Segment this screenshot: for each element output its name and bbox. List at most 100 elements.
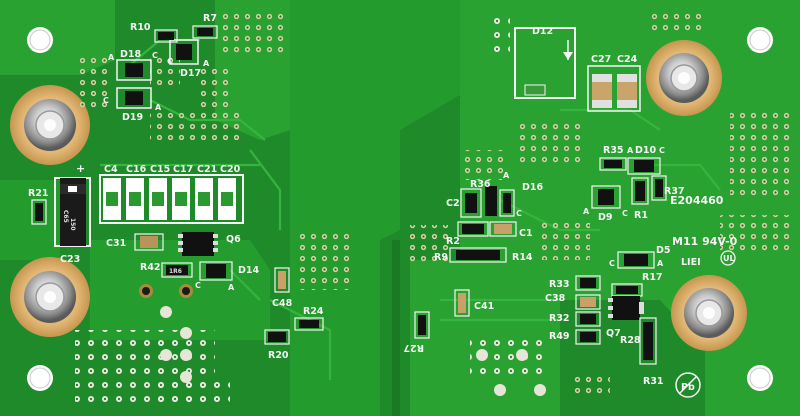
silk-r32: R32 [549,313,570,324]
silk-plus: + [76,162,85,175]
via-array [650,8,705,33]
silk-r2: R2 [446,236,460,247]
via-array [570,375,610,395]
silk-cathode: C [103,96,109,105]
silk-anode: A [627,146,634,155]
silk-c23: C23 [60,254,80,265]
silk-r37: R37 [664,186,685,197]
pb-mark-text: Pb [681,382,695,393]
silk-anode: A [155,103,162,112]
silk-d18: D18 [120,49,141,60]
silk-r14: R14 [512,252,533,263]
d12-diode [514,27,576,99]
silk-cathode: C [152,51,158,60]
capacitor-array [99,174,244,224]
silk-c24: C24 [617,54,638,65]
svg-text:UL: UL [723,254,735,263]
silk-c2: C2 [446,198,460,209]
silk-c41: C41 [474,301,494,312]
c23-marking-b: C65 [62,210,69,223]
silk-anode: A [228,283,235,292]
silk-d19: D19 [122,112,143,123]
silk-anode: A [583,207,590,216]
silk-anode: A [503,171,510,180]
silk-cathode: C [659,146,665,155]
silk-r21: R21 [28,188,49,199]
silk-anode: A [657,259,664,268]
silk-cathode: C [609,259,615,268]
silk-r31: R31 [643,376,664,387]
silk-cathode: C [516,209,522,218]
silk-cathode: C [167,57,173,66]
silk-r33: R33 [549,279,570,290]
silk-r27: R27 [403,342,424,353]
silk-d9: D9 [598,212,613,223]
cert-line-2: M11 94V-0 [672,235,738,248]
silk-c1: C1 [519,228,533,239]
smd-parts [31,25,667,365]
via-array [410,225,450,265]
silk-d17: D17 [180,68,201,79]
silk-r49: R49 [549,331,570,342]
silk-r24: R24 [303,306,324,317]
silk-anode: A [203,59,210,68]
silk-cathode: C [622,209,628,218]
silk-c21: C21 [197,164,217,175]
via-array [300,230,350,290]
silk-c17: C17 [173,164,193,175]
cert-line-1: E204460 [670,194,724,207]
via-array [150,110,240,140]
silk-d5: D5 [656,245,671,256]
board-slot [392,240,400,416]
silk-r7: R7 [203,13,217,24]
via-array [720,215,790,255]
silk-r10: R10 [130,22,151,33]
c27-c24-capacitors [587,65,641,112]
via-array [200,68,230,110]
terminal-post [646,40,722,116]
ul-mark-text: LIEI [681,257,701,268]
silk-cathode: C [195,281,201,290]
silk-c27: C27 [591,54,611,65]
via-array [490,12,510,52]
copper-plane [290,0,460,416]
silk-r28: R28 [620,335,641,346]
silk-d16: D16 [522,182,543,193]
silk-r17: R17 [642,272,663,283]
silk-r9: R9 [434,252,448,263]
silk-c16: C16 [126,164,147,175]
silk-r35: R35 [603,145,624,156]
silk-d12: D12 [532,26,553,37]
silkscreen: R10 R7 D18 A C D17 A C C A D19 C4 C16 C1… [28,13,738,393]
ul-logo: UL [720,250,736,266]
silk-q6: Q6 [226,234,241,245]
via-array [515,120,585,165]
silk-r36: R36 [470,179,491,190]
silk-c48: C48 [272,298,293,309]
silk-anode: A [108,53,115,62]
silk-c38: C38 [545,293,566,304]
silk-r42: R42 [140,262,161,273]
via-array [80,55,110,110]
via-array [460,150,505,180]
via-array [218,8,284,58]
silk-r20: R20 [268,350,289,361]
terminal-post [10,257,90,337]
terminal-post [10,85,90,165]
r42-marking: 1R6 [169,268,182,275]
silk-r1: R1 [634,210,648,221]
silk-c15: C15 [150,164,170,175]
terminal-post [671,275,747,351]
silk-c31: C31 [106,238,126,249]
via-array [540,220,590,260]
lead-free-logo [675,372,701,398]
silk-d10: D10 [635,145,656,156]
via-array [150,55,180,85]
via-array [730,110,790,200]
silk-c20: C20 [220,164,241,175]
silk-c4: C4 [104,164,118,175]
thru-hole-pads [139,284,546,396]
silk-d14: D14 [238,265,259,276]
